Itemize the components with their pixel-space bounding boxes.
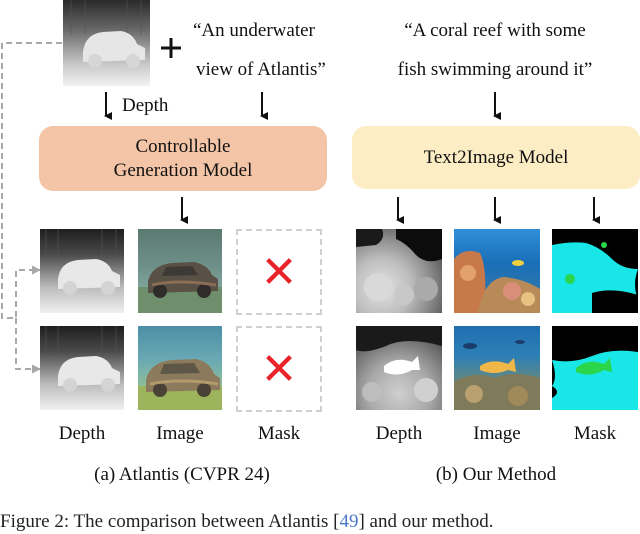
atlantis-depth-source-thumbnail bbox=[63, 0, 150, 86]
ours-depth-row1 bbox=[356, 229, 442, 313]
figure-caption-suffix: ] and our method. bbox=[358, 511, 494, 532]
atlantis-col-image: Image bbox=[156, 423, 204, 444]
connector-layer bbox=[1, 38, 600, 374]
atlantis-col-depth: Depth bbox=[58, 423, 106, 444]
atlantis-prompt-line2: view of Atlantis” bbox=[196, 59, 326, 80]
subcaption-atlantis: (a) Atlantis (CVPR 24) bbox=[94, 464, 270, 485]
atlantis-image-row2 bbox=[138, 326, 222, 410]
controllable-generation-model-box: Controllable Generation Model bbox=[39, 126, 327, 191]
text2image-model-box: Text2Image Model bbox=[352, 126, 640, 189]
ours-col-depth: Depth bbox=[375, 423, 423, 444]
ours-depth-row2 bbox=[356, 326, 442, 410]
ours-mask-row1 bbox=[552, 229, 638, 313]
atlantis-image-row1 bbox=[138, 229, 222, 313]
atlantis-mask-empty-row1: ✕ bbox=[236, 229, 322, 315]
ours-image-row2 bbox=[454, 326, 540, 410]
atlantis-mask-empty-row2: ✕ bbox=[236, 326, 322, 412]
ours-col-mask: Mask bbox=[573, 423, 617, 444]
ours-mask-row2 bbox=[552, 326, 638, 410]
atlantis-depth-row1 bbox=[40, 229, 124, 313]
model-label-line1: Controllable bbox=[135, 135, 231, 157]
model-label-line2: Generation Model bbox=[113, 159, 253, 181]
atlantis-depth-row2 bbox=[40, 326, 124, 410]
ours-prompt-line2: fish swimming around it” bbox=[397, 59, 593, 80]
depth-feedback-dashed-path bbox=[1, 42, 62, 374]
subcaption-ours: (b) Our Method bbox=[435, 464, 557, 485]
cross-icon: ✕ bbox=[260, 246, 298, 298]
atlantis-prompt-line1: “An underwater bbox=[193, 20, 315, 41]
ours-image-row1 bbox=[454, 229, 540, 313]
plus-icon bbox=[161, 38, 181, 58]
cross-icon: ✕ bbox=[260, 343, 298, 395]
figure-caption-ref[interactable]: 49 bbox=[339, 511, 359, 532]
atlantis-col-mask: Mask bbox=[257, 423, 301, 444]
text2image-model-label: Text2Image Model bbox=[423, 146, 569, 168]
figure-caption-prefix: Figure 2: The comparison between Atlanti… bbox=[0, 511, 340, 532]
atlantis-depth-label: Depth bbox=[122, 95, 169, 116]
ours-prompt-line1: “A coral reef with some bbox=[404, 20, 586, 41]
ours-col-image: Image bbox=[473, 423, 521, 444]
figure-caption: Figure 2: The comparison between Atlanti… bbox=[0, 510, 494, 534]
